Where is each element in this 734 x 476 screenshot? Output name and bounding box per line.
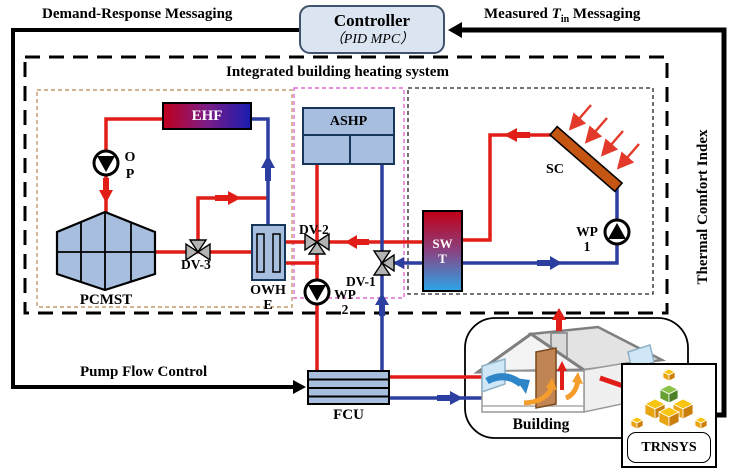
wp1-pump-label: WP 1	[573, 224, 601, 254]
demand-response-signal-line	[11, 28, 306, 394]
trnsys-logo-icon	[630, 368, 708, 430]
arrowhead-to-controller	[448, 22, 462, 38]
ashp-label: ASHP	[304, 109, 393, 136]
ehf-label: EHF	[191, 107, 223, 124]
measured-symbol: T	[551, 6, 561, 22]
ashp-box: ASHP	[302, 107, 395, 165]
controller-title: Controller	[333, 11, 411, 30]
wp2-pump-label: WP 2	[331, 287, 359, 317]
valve-dv1	[372, 250, 395, 276]
pump-wp1	[603, 218, 631, 246]
dv1-label: DV-1	[346, 274, 376, 289]
system-title: Integrated building heating system	[226, 64, 449, 80]
valve-dv3	[185, 239, 211, 262]
op-line1: O	[124, 150, 136, 165]
owhe-line1: OWH	[250, 283, 286, 298]
pcmst-subsystem-boundary	[36, 89, 293, 308]
trnsys-label-plate: TRNSYS	[627, 432, 711, 463]
swt-label-line2: T	[438, 251, 447, 266]
controller-subtitle: （PID MPC）	[329, 32, 415, 47]
owhe-tank	[251, 224, 286, 281]
pump-op	[92, 149, 120, 177]
wp1-line2: 1	[583, 239, 591, 254]
ashp-cell-divider	[348, 136, 351, 163]
fcu-label: FCU	[333, 407, 364, 423]
measured-suffix: Messaging	[569, 6, 641, 22]
fcu-box	[307, 370, 390, 405]
arrowhead-to-fcu	[293, 380, 306, 394]
solar-radiation-icon	[568, 104, 640, 170]
dv2-label: DV-2	[299, 222, 329, 237]
demand-response-label: Demand-Response Messaging	[42, 6, 233, 22]
sc-label: SC	[546, 162, 564, 177]
solar-subsystem-boundary	[407, 87, 654, 295]
op-pump-label: O P	[121, 149, 139, 183]
pump-wp2	[303, 278, 331, 306]
pcmst-label: PCMST	[79, 292, 133, 308]
solar-collector	[548, 125, 624, 193]
valve-dv2	[304, 232, 330, 255]
thermal-comfort-index-label: Thermal Comfort Index	[695, 129, 711, 285]
building-label: Building	[512, 416, 570, 433]
swt-tank-box: SW T	[422, 210, 463, 292]
swt-label-line1: SW	[432, 236, 453, 251]
wp2-line1: WP	[334, 287, 356, 302]
measured-subscript: in	[560, 14, 570, 25]
dv3-label: DV-3	[181, 257, 211, 272]
ashp-subsystem-boundary	[293, 87, 405, 299]
controller-box: Controller （PID MPC）	[299, 5, 445, 54]
hot-water-pipes	[104, 117, 562, 379]
wp1-line1: WP	[576, 224, 598, 239]
measured-prefix: Measured	[484, 6, 552, 22]
op-line2: P	[125, 167, 135, 182]
integrated-system-boundary	[23, 55, 669, 315]
trnsys-label: TRNSYS	[641, 439, 697, 455]
pump-flow-control-label: Pump Flow Control	[80, 364, 208, 380]
owhe-label: OWH E	[245, 283, 291, 313]
ehf-heater-box: EHF	[162, 102, 252, 130]
owhe-line2: E	[263, 298, 273, 313]
pcmst-tank	[55, 210, 157, 292]
measured-tin-label: Measured Tin Messaging	[484, 6, 640, 25]
trnsys-box: TRNSYS	[621, 363, 717, 468]
wp2-line2: 2	[341, 302, 349, 317]
flow-arrow-icons	[99, 128, 562, 405]
measured-temperature-signal-line	[448, 22, 727, 418]
